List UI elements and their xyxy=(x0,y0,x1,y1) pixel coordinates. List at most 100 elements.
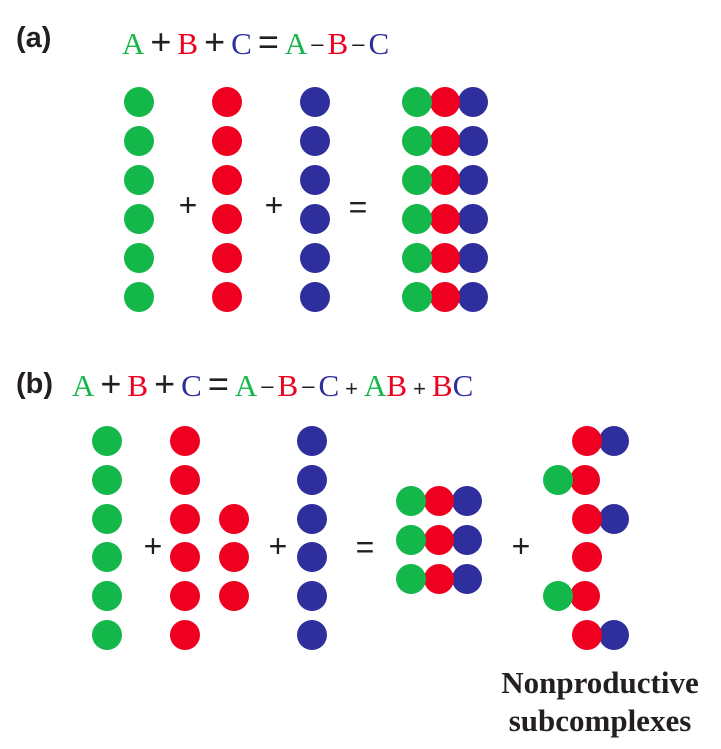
eq-b-bc-c: C xyxy=(452,368,474,403)
protein-a-dot xyxy=(92,426,122,456)
subcomplex-bc-c-dot xyxy=(599,620,629,650)
protein-b-dot xyxy=(170,465,200,495)
protein-b-dot xyxy=(170,620,200,650)
eq-b-result-b: B xyxy=(277,368,299,403)
panel-b-equation: A+B+C=A–B–C+AB+BC xyxy=(72,366,473,402)
protein-a-dot xyxy=(124,243,154,273)
eq-a-term-a: A xyxy=(122,26,145,61)
eq-b-term-b: B xyxy=(127,368,149,403)
protein-c-dot xyxy=(300,204,330,234)
eq-a-dash-2: – xyxy=(352,31,365,56)
eq-b-ab-a: A xyxy=(363,368,387,403)
complex-c-dot xyxy=(452,486,482,516)
protein-b-extra-dot xyxy=(219,504,249,534)
subcomplex-bc-c-dot xyxy=(599,426,629,456)
eq-b-dash-1: – xyxy=(261,373,274,398)
protein-c-dot xyxy=(300,165,330,195)
eq-b-term-a: A xyxy=(72,368,95,403)
eq-a-equals: = xyxy=(257,21,279,62)
complex-c-dot xyxy=(458,243,488,273)
protein-b-dot xyxy=(212,204,242,234)
protein-b-dot xyxy=(170,504,200,534)
eq-a-result-c: C xyxy=(368,26,390,61)
operator-plus: + xyxy=(265,187,284,223)
protein-b-dot xyxy=(212,165,242,195)
operator-equals: = xyxy=(356,529,375,565)
protein-b-extra-dot xyxy=(219,542,249,572)
protein-a-dot xyxy=(92,465,122,495)
complex-c-dot xyxy=(458,87,488,117)
complex-b-dot xyxy=(430,282,460,312)
eq-b-result-a: A xyxy=(234,368,258,403)
operator-equals: = xyxy=(349,189,368,225)
complex-b-dot xyxy=(430,204,460,234)
complex-a-dot xyxy=(396,525,426,555)
operator-plus: + xyxy=(179,187,198,223)
panel-a-equation: A+B+C=A–B–C xyxy=(122,24,389,60)
panel-a-label: (a) xyxy=(16,22,52,54)
complex-a-dot xyxy=(402,243,432,273)
subcomplex-ab-a-dot xyxy=(543,581,573,611)
eq-b-term-c: C xyxy=(181,368,202,403)
protein-c-dot xyxy=(300,282,330,312)
eq-a-plus-1: + xyxy=(150,21,172,62)
protein-b-dot xyxy=(212,87,242,117)
subcomplex-bc-b-dot xyxy=(572,426,602,456)
protein-c-dot xyxy=(297,426,327,456)
eq-b-equals: = xyxy=(207,363,229,404)
complex-a-dot xyxy=(402,204,432,234)
protein-a-dot xyxy=(124,126,154,156)
protein-a-dot xyxy=(92,504,122,534)
complex-a-dot xyxy=(402,282,432,312)
subcomplex-bc-c-dot xyxy=(599,504,629,534)
complex-a-dot xyxy=(396,486,426,516)
complex-b-dot xyxy=(424,486,454,516)
eq-a-dash-1: – xyxy=(311,31,324,56)
caption-line-1: Nonproductive xyxy=(501,665,699,700)
complex-c-dot xyxy=(458,204,488,234)
caption-line-2: subcomplexes xyxy=(508,703,692,738)
protein-c-dot xyxy=(300,87,330,117)
complex-a-dot xyxy=(402,87,432,117)
protein-b-dot xyxy=(212,282,242,312)
subcomplex-ab-b-dot xyxy=(570,465,600,495)
nonproductive-caption: Nonproductive subcomplexes xyxy=(484,664,716,740)
eq-b-ab-b: B xyxy=(386,368,408,403)
protein-a-dot xyxy=(92,542,122,572)
protein-c-dot xyxy=(297,620,327,650)
panel-b-label: (b) xyxy=(16,368,54,400)
protein-b-extra-dot xyxy=(219,581,249,611)
complex-a-dot xyxy=(402,165,432,195)
operator-plus: + xyxy=(144,528,163,564)
complex-b-dot xyxy=(430,243,460,273)
eq-a-plus-2: + xyxy=(204,21,226,62)
protein-b-dot xyxy=(170,581,200,611)
complex-c-dot xyxy=(452,525,482,555)
operator-plus: + xyxy=(269,528,288,564)
subcomplex-bc-b-dot xyxy=(572,620,602,650)
complex-a-dot xyxy=(402,126,432,156)
protein-c-dot xyxy=(297,581,327,611)
subcomplex-ab-b-dot xyxy=(570,581,600,611)
eq-a-term-c: C xyxy=(231,26,252,61)
protein-b-dot xyxy=(170,542,200,572)
protein-c-dot xyxy=(297,542,327,572)
eq-a-term-b: B xyxy=(177,26,199,61)
protein-c-dot xyxy=(300,243,330,273)
complex-b-dot xyxy=(430,87,460,117)
protein-b-dot xyxy=(212,243,242,273)
eq-a-result-b: B xyxy=(327,26,349,61)
eq-b-plus-3: + xyxy=(345,376,358,401)
eq-b-plus-4: + xyxy=(413,376,426,401)
protein-a-dot xyxy=(124,282,154,312)
protein-c-dot xyxy=(297,504,327,534)
complex-c-dot xyxy=(458,126,488,156)
protein-a-dot xyxy=(124,87,154,117)
complex-a-dot xyxy=(396,564,426,594)
protein-c-dot xyxy=(297,465,327,495)
complex-b-dot xyxy=(424,564,454,594)
eq-b-dash-2: – xyxy=(302,373,315,398)
eq-b-plus-2: + xyxy=(154,363,176,404)
